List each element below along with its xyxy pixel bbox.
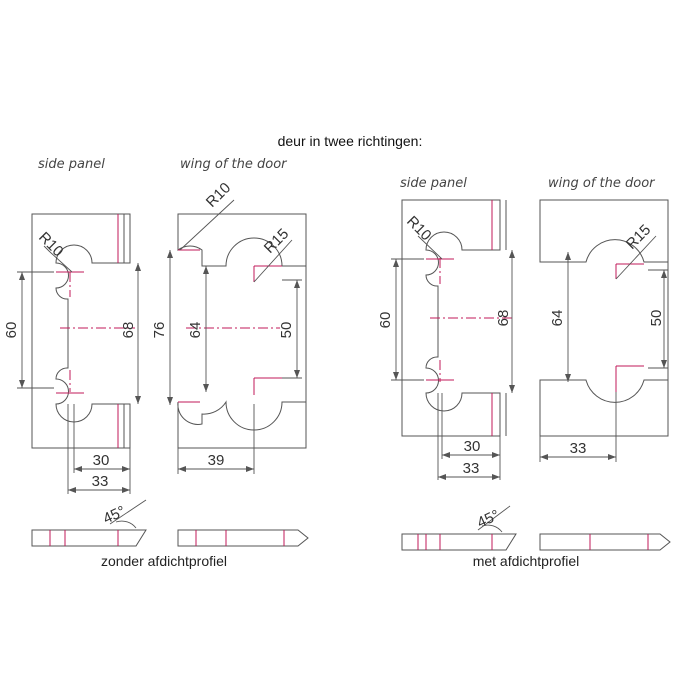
left-r10-a: R10 (35, 229, 66, 260)
right-wing-label: wing of the door (548, 176, 656, 191)
left-wing-label: wing of the door (180, 157, 288, 172)
right-dim-64: 64 (549, 310, 566, 327)
left-dim-68: 68 (120, 322, 137, 339)
diagram-title: deur in twee richtingen: (278, 133, 423, 149)
right-r10: R10 (403, 213, 434, 244)
left-dim-76: 76 (151, 322, 168, 339)
left-dim-64: 64 (187, 322, 204, 339)
left-dim-60: 60 (3, 322, 20, 339)
left-r10-b: R10 (203, 179, 234, 210)
right-bottom-label: met afdichtprofiel (473, 553, 580, 569)
right-side-panel-dims: 60 68 R10 30 33 (377, 213, 515, 480)
left-bottom-label: zonder afdichtprofiel (101, 553, 227, 569)
left-profile-strips: 45° (31, 499, 309, 547)
right-dim-60: 60 (377, 312, 394, 329)
left-dim-39: 39 (208, 452, 225, 469)
left-r15: R15 (261, 225, 292, 256)
right-dim-33-b: 33 (570, 440, 587, 457)
left-variant: side panel wing of the door 60 (3, 157, 309, 569)
right-dim-30: 30 (464, 438, 481, 455)
left-dim-50: 50 (278, 322, 295, 339)
right-side-panel-label: side panel (400, 176, 467, 191)
left-side-panel-label: side panel (38, 157, 105, 172)
left-dim-30: 30 (93, 452, 110, 469)
right-variant: side panel wing of the door 60 (377, 176, 671, 569)
right-side-panel (401, 199, 512, 437)
left-side-panel-dims: 60 68 R10 30 33 (3, 229, 141, 494)
left-side-panel (31, 213, 135, 449)
left-angle-45: 45° (101, 503, 129, 528)
left-dim-33: 33 (92, 473, 109, 490)
left-wing-dims: 76 64 50 R10 R15 39 (151, 179, 302, 474)
right-wing-dims: 64 50 R15 33 (539, 221, 668, 462)
right-profile-strips: 45° (401, 505, 671, 551)
right-r15: R15 (623, 221, 654, 252)
right-dim-50: 50 (648, 310, 665, 327)
right-dim-33-a: 33 (463, 460, 480, 477)
right-dim-68: 68 (495, 310, 512, 327)
